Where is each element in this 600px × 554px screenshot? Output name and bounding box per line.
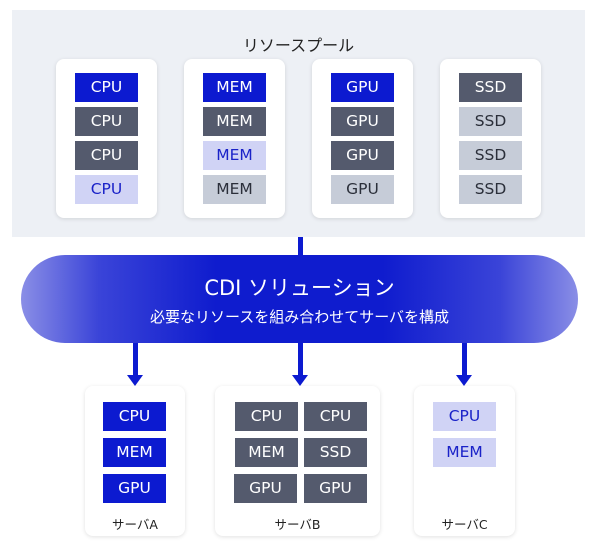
chip-ssd: SSD bbox=[459, 73, 522, 102]
chip-cpu: CPU bbox=[75, 73, 138, 102]
server-b-label: サーバB bbox=[274, 517, 321, 532]
chip-ssd: SSD bbox=[459, 175, 522, 204]
chip-mem: MEM bbox=[203, 175, 266, 204]
chip-gpu: GPU bbox=[103, 474, 166, 503]
connector-line-pool bbox=[298, 237, 303, 257]
chip-cpu: CPU bbox=[304, 402, 367, 431]
chip-gpu: GPU bbox=[304, 474, 367, 503]
chip-mem: MEM bbox=[203, 107, 266, 136]
arrow-down-icon bbox=[456, 375, 472, 386]
chip-mem: MEM bbox=[235, 438, 298, 467]
server-card-a: CPU MEM GPU サーバA bbox=[85, 386, 185, 536]
solution-subtitle: 必要なリソースを組み合わせてサーバを構成 bbox=[149, 308, 450, 326]
resource-pool-title: リソースプール bbox=[242, 36, 355, 55]
connector-line-server-c bbox=[462, 343, 467, 376]
chip-gpu: GPU bbox=[331, 73, 394, 102]
connector-line-server-b bbox=[298, 343, 303, 376]
chip-cpu: CPU bbox=[75, 141, 138, 170]
connector-line-server-a bbox=[133, 343, 138, 376]
chip-ssd: SSD bbox=[304, 438, 367, 467]
chip-mem: MEM bbox=[433, 438, 496, 467]
chip-gpu: GPU bbox=[331, 107, 394, 136]
cdi-solution-banner: CDI ソリューション 必要なリソースを組み合わせてサーバを構成 bbox=[21, 255, 578, 343]
chip-ssd: SSD bbox=[459, 141, 522, 170]
chip-ssd: SSD bbox=[459, 107, 522, 136]
pool-card-ssd: SSD SSD SSD SSD bbox=[440, 59, 541, 218]
chip-gpu: GPU bbox=[234, 474, 297, 503]
server-card-b: CPU CPU MEM SSD GPU GPU サーバB bbox=[215, 386, 380, 536]
chip-cpu: CPU bbox=[433, 402, 496, 431]
chip-cpu: CPU bbox=[75, 107, 138, 136]
chip-gpu: GPU bbox=[331, 175, 394, 204]
pool-card-cpu: CPU CPU CPU CPU bbox=[56, 59, 157, 218]
resource-pool-panel: リソースプール CPU CPU CPU CPU MEM MEM MEM MEM … bbox=[12, 10, 585, 237]
pool-card-gpu: GPU GPU GPU GPU bbox=[312, 59, 413, 218]
chip-cpu: CPU bbox=[235, 402, 298, 431]
pool-card-mem: MEM MEM MEM MEM bbox=[184, 59, 285, 218]
chip-cpu: CPU bbox=[103, 402, 166, 431]
server-c-label: サーバC bbox=[441, 517, 488, 532]
chip-mem: MEM bbox=[103, 438, 166, 467]
arrow-down-icon bbox=[292, 375, 308, 386]
chip-mem: MEM bbox=[203, 73, 266, 102]
solution-title: CDI ソリューション bbox=[204, 276, 395, 300]
chip-mem: MEM bbox=[203, 141, 266, 170]
server-card-c: CPU MEM サーバC bbox=[414, 386, 515, 536]
chip-gpu: GPU bbox=[331, 141, 394, 170]
server-a-label: サーバA bbox=[112, 517, 158, 532]
arrow-down-icon bbox=[127, 375, 143, 386]
chip-cpu: CPU bbox=[75, 175, 138, 204]
